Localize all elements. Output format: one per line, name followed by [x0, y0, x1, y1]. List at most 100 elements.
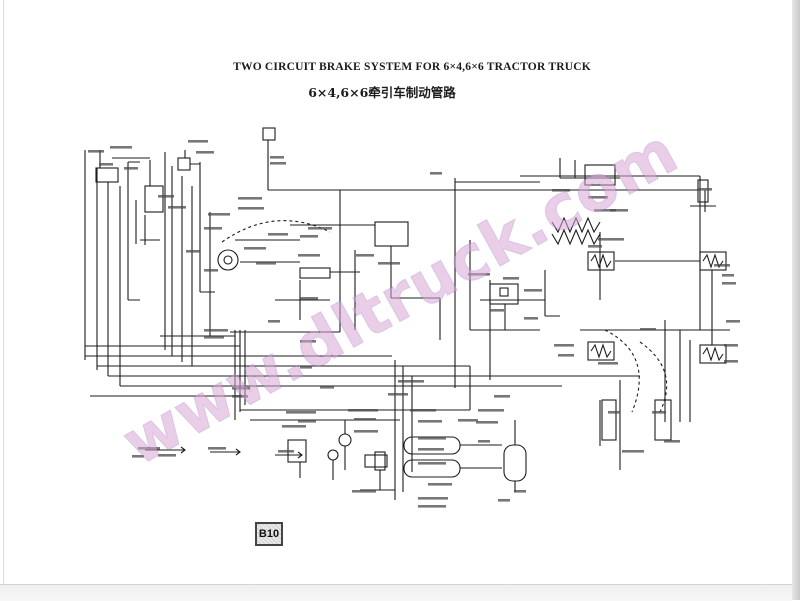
right-air-line-group — [551, 158, 730, 470]
illegible-label — [418, 462, 446, 465]
illegible-label — [204, 227, 222, 230]
diagram-subtitle: 6×4,6×6牵引车制动管路 — [308, 85, 456, 100]
illegible-label — [640, 328, 656, 331]
illegible-label — [268, 320, 280, 323]
illegible-label — [418, 437, 446, 440]
illegible-label — [232, 387, 250, 390]
check-valve — [177, 157, 191, 171]
illegible-label — [298, 254, 320, 257]
illegible-label — [352, 490, 376, 493]
illegible-label — [664, 440, 680, 443]
illegible-label — [238, 207, 264, 210]
leader-arrow — [145, 446, 303, 459]
flexible-hose — [221, 220, 331, 243]
illegible-label — [468, 273, 490, 276]
illegible-label — [204, 336, 224, 339]
illegible-label — [418, 448, 444, 451]
illegible-label — [238, 197, 262, 200]
illegible-label — [88, 150, 104, 153]
illegible-label — [608, 411, 620, 414]
illegible-label — [698, 188, 712, 191]
illegible-label — [158, 195, 174, 198]
illegible-label — [722, 274, 734, 277]
illegible-label-group — [88, 140, 740, 508]
spring-brake-chamber — [217, 249, 239, 271]
illegible-label — [138, 447, 160, 450]
air-line — [230, 140, 700, 388]
brake-chamber — [587, 251, 615, 271]
illegible-label — [270, 162, 286, 165]
illegible-label — [418, 497, 448, 500]
pressure-gauge — [338, 433, 352, 447]
relay-valve — [144, 185, 164, 213]
illegible-label — [724, 344, 738, 347]
scan-left-edge — [3, 0, 4, 584]
illegible-label — [428, 483, 452, 486]
illegible-label — [478, 409, 504, 412]
illegible-label — [598, 362, 618, 365]
air-line — [99, 150, 200, 241]
illegible-label — [478, 440, 490, 443]
illegible-label — [208, 447, 226, 450]
protection-valve — [364, 454, 388, 468]
relay-valve-port — [499, 287, 509, 297]
air-line — [559, 158, 730, 470]
illegible-label — [300, 340, 316, 343]
illegible-label — [300, 297, 318, 300]
illegible-label — [652, 411, 666, 414]
illegible-label — [204, 329, 228, 332]
illegible-label — [300, 235, 318, 238]
brake-chamber — [699, 251, 727, 271]
illegible-label — [588, 196, 608, 199]
illegible-label — [622, 450, 644, 453]
brake-chamber — [699, 344, 727, 364]
illegible-label — [99, 163, 113, 166]
illegible-label — [410, 409, 436, 412]
flexible-hose — [639, 341, 668, 413]
brake-chamber-spring — [702, 346, 724, 362]
illegible-label — [278, 450, 294, 453]
illegible-label — [724, 360, 738, 363]
illegible-label — [132, 455, 144, 458]
illegible-label — [722, 282, 736, 285]
air-reservoir — [403, 459, 461, 478]
illegible-label — [503, 277, 519, 280]
illegible-label — [610, 209, 628, 212]
illegible-label — [320, 386, 334, 389]
illegible-label — [256, 262, 276, 265]
illegible-label — [398, 380, 424, 383]
left-air-line-group — [84, 150, 592, 420]
illegible-label — [558, 354, 574, 357]
quick-release-valve — [299, 267, 331, 279]
illegible-label — [298, 420, 316, 423]
illegible-label — [458, 419, 478, 422]
illegible-label — [418, 420, 442, 423]
illegible-label — [594, 209, 616, 212]
coupling-coil — [551, 216, 601, 234]
brake-valve — [95, 167, 119, 183]
illegible-label — [268, 233, 288, 236]
illegible-label — [554, 344, 574, 347]
brake-chamber-spring — [590, 343, 612, 359]
illegible-label — [348, 409, 378, 412]
illegible-label — [168, 206, 186, 209]
illegible-label — [354, 418, 376, 421]
illegible-label — [430, 172, 442, 175]
illegible-label — [308, 227, 332, 230]
illegible-label — [110, 146, 132, 149]
illegible-label — [726, 320, 740, 323]
hand-brake-valve — [262, 127, 276, 141]
diagram-title: TWO CIRCUIT BRAKE SYSTEM FOR 6×4,6×6 TRA… — [233, 61, 591, 73]
illegible-label — [188, 140, 208, 143]
illegible-label — [514, 490, 526, 493]
illegible-label — [388, 393, 408, 396]
trailer-valve — [601, 399, 617, 441]
illegible-label — [232, 395, 248, 398]
illegible-label — [270, 156, 284, 159]
scan-right-edge — [792, 0, 800, 600]
trailer-valve — [654, 399, 672, 441]
illegible-label — [494, 395, 510, 398]
illegible-label — [714, 264, 730, 267]
illegible-label — [186, 250, 200, 253]
